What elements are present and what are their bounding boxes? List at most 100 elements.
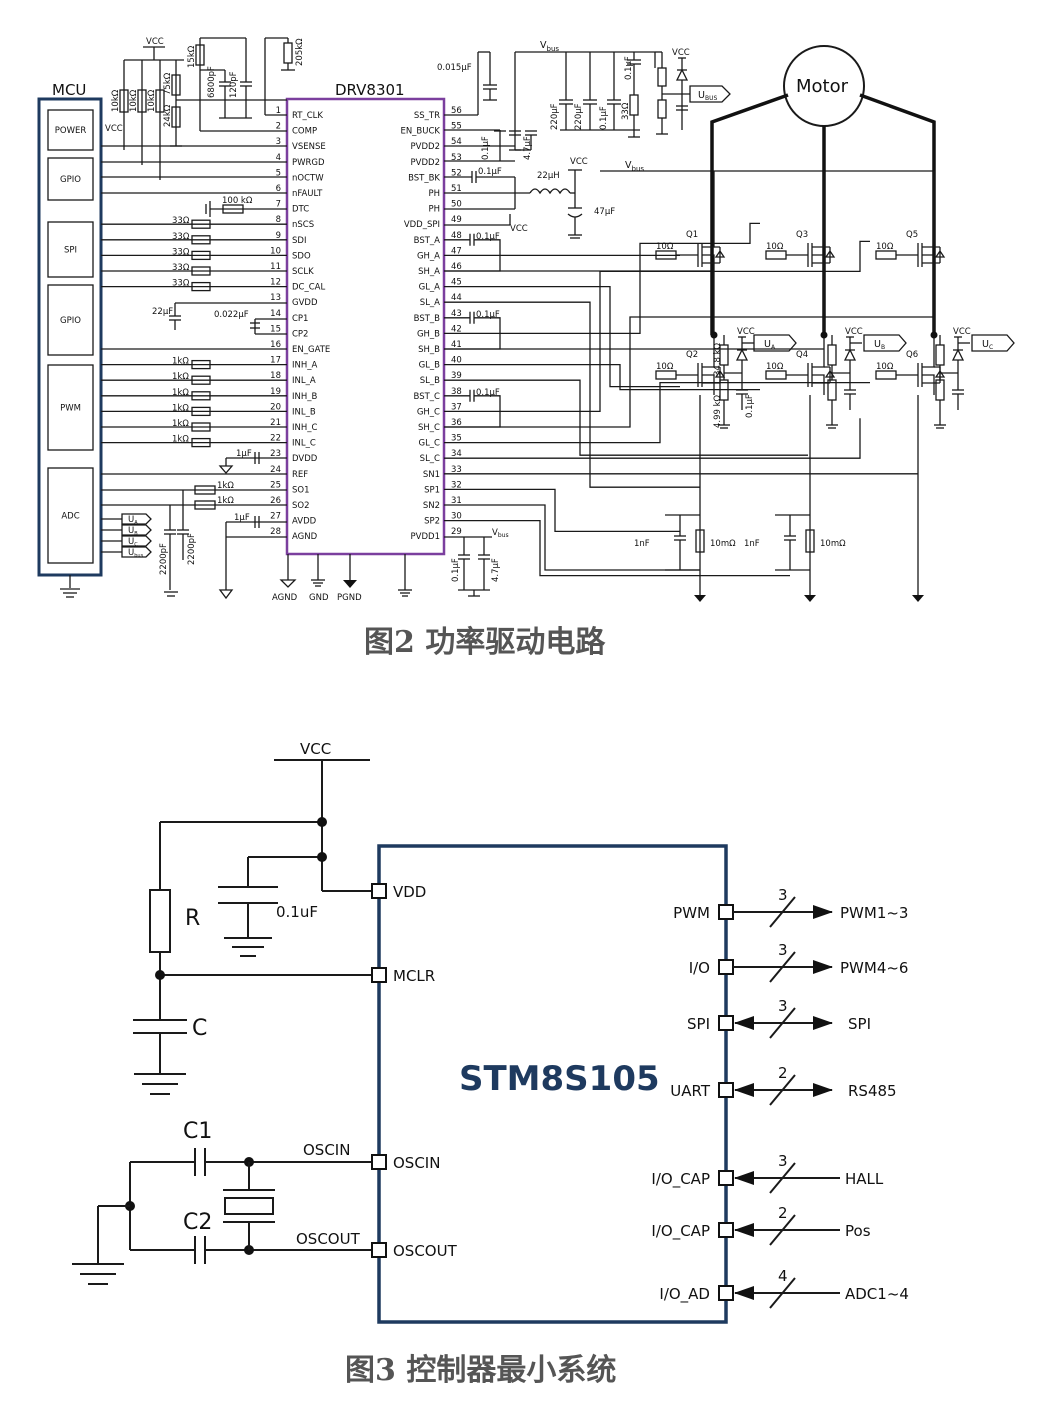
drv-pin-gl_a: GL_A	[419, 283, 441, 293]
mcu-block-pwm	[47, 364, 94, 451]
drv-pin-dc_cal: DC_CAL	[292, 283, 325, 293]
drv-pin-number: 56	[451, 106, 462, 116]
drv-pin-sclk: SCLK	[292, 267, 314, 277]
drv-pin-number: 3	[276, 137, 281, 147]
drv-pin-number: 13	[270, 293, 281, 303]
agnd-label: AGND	[272, 593, 298, 603]
drv-pin-inh_a: INH_A	[292, 361, 318, 371]
adc-input-label: Ubus	[128, 548, 144, 559]
drv-right-wiring: 0.1μF 0.1μF 0.1μF	[444, 222, 934, 577]
r100k-label: 100 kΩ	[222, 196, 253, 206]
vbus-pvdd1: Vbus	[492, 528, 509, 539]
drv-pin-number: 38	[451, 387, 462, 397]
drv-pin-number: 12	[270, 278, 281, 288]
gate-resistor-label: 10Ω	[656, 362, 674, 372]
c1u-dvdd: 1μF	[236, 449, 252, 459]
mosfet-label: Q1	[686, 230, 698, 240]
c01u-snub: 0.1μF	[624, 56, 634, 80]
drv-pin-inl_b: INL_B	[292, 407, 316, 417]
phase-voltage-label: UB	[874, 339, 885, 351]
drv-pin-number: 42	[451, 324, 462, 334]
signal-label: HALL	[845, 1170, 884, 1188]
pin-oscout	[371, 1242, 387, 1258]
chip-label: STM8S105	[459, 1059, 660, 1099]
r205k-label: 205kΩ	[295, 38, 305, 66]
c01u-sense-label: 0.1μF	[745, 394, 755, 418]
mcu-block-adc	[47, 467, 94, 564]
signal-label: SPI	[848, 1015, 871, 1033]
r1k-label: 1kΩ	[172, 388, 189, 398]
drv-pin-sp1: SP1	[424, 485, 440, 495]
drv8301-box	[285, 97, 446, 556]
drv-pin-number: 48	[451, 231, 462, 241]
drv-pin-number: 49	[451, 215, 462, 225]
phase-voltage-label: UA	[764, 339, 776, 351]
pin-box	[718, 1082, 734, 1098]
drv-pin-sh_c: SH_C	[418, 423, 440, 433]
drv-pin-inl_a: INL_A	[292, 376, 316, 386]
pin-box	[718, 1015, 734, 1031]
drv-pin-sh_a: SH_A	[418, 267, 440, 277]
c01u-pvdd: 0.1μF	[481, 136, 491, 160]
r15k-label: 15kΩ	[187, 45, 197, 68]
drv-pin-dvdd: DVDD	[292, 454, 318, 464]
drv-pin-inl_c: INL_C	[292, 439, 316, 449]
drv-pin-sl_b: SL_B	[420, 376, 440, 386]
drv-pin-number: 1	[276, 106, 281, 116]
c1u-avdd: 1μF	[234, 513, 250, 523]
c220u-1: 220μF	[550, 103, 560, 130]
mosfet-label: Q4	[796, 350, 808, 360]
drv-pin-number: 40	[451, 356, 462, 366]
drv-pin-number: 46	[451, 262, 462, 272]
c2-label: C2	[183, 1210, 212, 1235]
drv-pin-pvdd2: PVDD2	[411, 142, 440, 152]
drv-pin-comp: COMP	[292, 127, 317, 137]
crystal	[224, 1197, 274, 1215]
drv-pin-gh_b: GH_B	[417, 329, 440, 339]
mosfet-label: Q5	[906, 230, 918, 240]
drv-pin-number: 29	[451, 527, 462, 537]
c01u-bst-label: 0.1μF	[476, 388, 500, 398]
r499k-label: 4.99 kΩ	[713, 394, 723, 428]
drv-pin-sp2: SP2	[424, 517, 440, 527]
oscout-net-label: OSCOUT	[296, 1230, 361, 1248]
mcu-block-gpio	[47, 157, 94, 201]
bus-width-label: 3	[778, 886, 788, 904]
pin-label: SPI	[687, 1015, 710, 1033]
drv-pin-pwrgd: PWRGD	[292, 158, 325, 168]
c01u-bst-label: 0.1μF	[476, 310, 500, 320]
drv-pin-number: 55	[451, 122, 462, 132]
r75k-label: 75kΩ	[163, 72, 173, 95]
phase-voltage-label: UC	[982, 339, 993, 351]
signal-label: PWM1~3	[840, 904, 908, 922]
resistor-label: R	[185, 906, 200, 931]
mcu-title: MCU	[52, 81, 86, 99]
adc-input-label: UC	[128, 537, 138, 548]
drv-pin-en_buck: EN_BUCK	[400, 127, 440, 137]
drv-pin-number: 19	[270, 387, 281, 397]
c01u-pvdd1: 0.1μF	[451, 558, 461, 582]
c2200p-2: 2200pF	[187, 533, 197, 565]
pin-label: I/O	[689, 959, 710, 977]
drv-pin-number: 17	[270, 356, 281, 366]
r24k-label: 24kΩ	[163, 104, 173, 127]
drv-pin-number: 22	[270, 434, 281, 444]
ubus-label: UBUS	[698, 90, 717, 102]
gate-resistor-label: 10Ω	[766, 362, 784, 372]
gate-resistor-label: 10Ω	[766, 242, 784, 252]
r33-label: 33Ω	[172, 279, 190, 289]
drv-pin-number: 18	[270, 371, 281, 381]
signal-label: PWM4~6	[840, 959, 908, 977]
drv-pin-number: 7	[276, 200, 281, 210]
drv-pin-number: 37	[451, 402, 462, 412]
drv-pin-number: 41	[451, 340, 462, 350]
chip-right-pins: PWM3PWM1~3I/O3PWM4~6SPI3SPIUART2RS485I/O…	[651, 886, 909, 1309]
r33ohm-label: 33Ω	[621, 102, 631, 120]
c0022u-label: 0.022μF	[214, 310, 249, 320]
adc-input-label: UA	[128, 515, 138, 526]
drv-pin-number: 9	[276, 231, 281, 241]
